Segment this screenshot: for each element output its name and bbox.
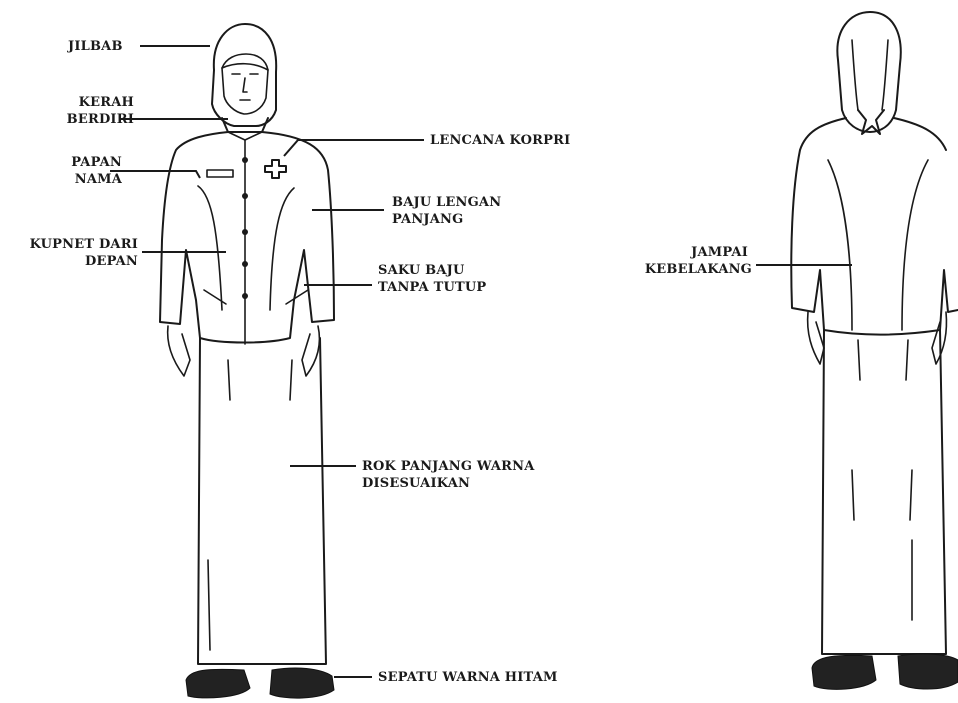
label-kupnet-line1: KUPNET DARI	[6, 236, 138, 253]
name-plate	[207, 170, 233, 177]
back-hijab	[837, 12, 900, 132]
front-left-shoe	[186, 669, 250, 698]
label-papan-line1: PAPAN	[40, 154, 122, 171]
front-left-hand	[168, 326, 190, 376]
front-right-shoe	[270, 668, 334, 698]
label-baju-line2: PANJANG	[392, 211, 501, 228]
label-baju-lengan-panjang: BAJU LENGAN PANJANG	[392, 194, 501, 228]
label-papan-nama: PAPAN NAMA	[40, 154, 122, 188]
label-kerah-line2: BERDIRI	[46, 111, 134, 128]
back-jacket	[791, 118, 958, 335]
label-jampai-line2: KEBELAKANG	[620, 261, 752, 278]
label-jilbab: JILBAB	[68, 38, 123, 55]
back-left-shoe	[812, 655, 876, 689]
label-baju-line1: BAJU LENGAN	[392, 194, 501, 211]
front-skirt	[198, 338, 326, 664]
label-jampai-line1: JAMPAI	[620, 244, 752, 261]
korpri-badge	[265, 160, 286, 178]
label-saku-line2: TANPA TUTUP	[378, 279, 486, 296]
label-papan-line2: NAMA	[40, 171, 122, 188]
front-jacket	[160, 132, 334, 343]
back-skirt	[822, 330, 946, 654]
back-figure	[791, 12, 958, 689]
label-rok-panjang: ROK PANJANG WARNA DISESUAIKAN	[362, 458, 535, 492]
back-right-shoe	[898, 654, 958, 689]
label-kupnet-dari-depan: KUPNET DARI DEPAN	[6, 236, 138, 270]
label-saku-baju: SAKU BAJU TANPA TUTUP	[378, 262, 486, 296]
label-rok-line2: DISESUAIKAN	[362, 475, 535, 492]
label-kerah-berdiri: KERAH BERDIRI	[46, 94, 134, 128]
label-sepatu: SEPATU WARNA HITAM	[378, 669, 558, 686]
label-lencana-korpri: LENCANA KORPRI	[430, 132, 570, 149]
label-kerah-line1: KERAH	[46, 94, 134, 111]
label-kupnet-line2: DEPAN	[6, 253, 138, 270]
label-rok-line1: ROK PANJANG WARNA	[362, 458, 535, 475]
front-right-hand	[302, 326, 320, 376]
label-saku-line1: SAKU BAJU	[378, 262, 486, 279]
label-jampai-kebelakang: JAMPAI KEBELAKANG	[620, 244, 752, 278]
front-figure	[160, 24, 334, 698]
front-hijab	[212, 24, 276, 126]
